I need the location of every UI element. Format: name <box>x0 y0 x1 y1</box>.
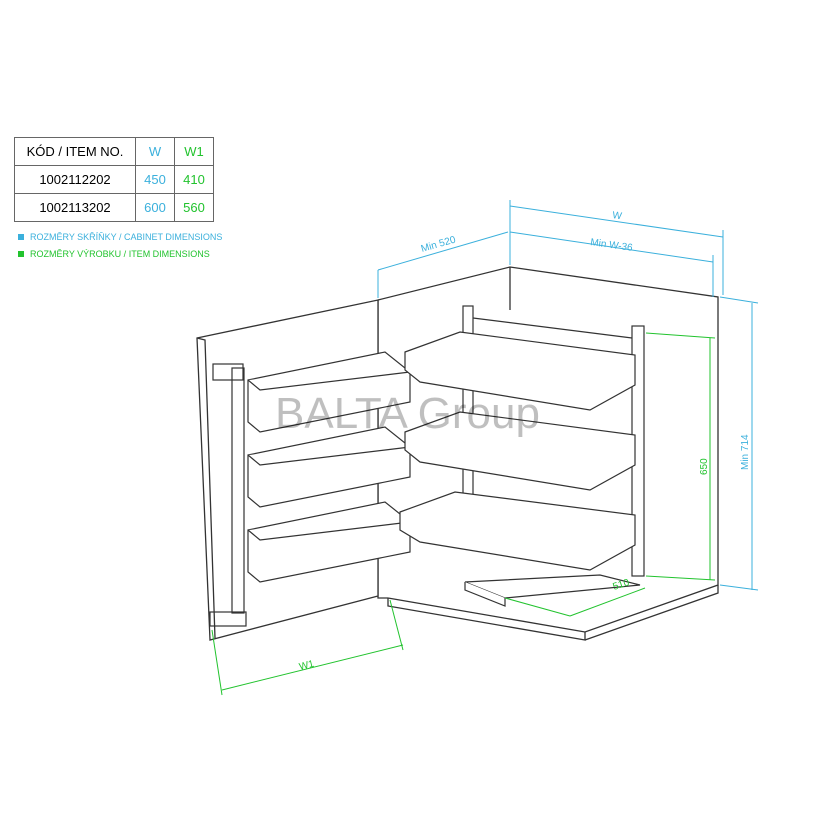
cabinet-swatch <box>18 234 24 240</box>
left-basket <box>247 501 411 583</box>
item-swatch <box>18 251 24 257</box>
left-basket <box>247 351 411 433</box>
left-basket-rim <box>247 521 411 541</box>
watermark: BALTA Group <box>275 389 540 438</box>
dim-510: 510 <box>612 577 632 593</box>
item-dimensions-table: KÓD / ITEM NO. W W1 1002112202 450 410 1… <box>14 137 214 222</box>
left-basket-rim <box>247 371 411 391</box>
frame-posts <box>462 305 645 577</box>
dim-min-714: Min 714 <box>740 434 751 470</box>
legend-cabinet: ROZMĚRY SKŘÍŇKY / CABINET DIMENSIONS <box>18 232 222 242</box>
left-basket <box>247 426 411 508</box>
legend-item-label: ROZMĚRY VÝROBKU / ITEM DIMENSIONS <box>30 249 210 259</box>
table-header-row: KÓD / ITEM NO. W W1 <box>14 137 214 166</box>
door-rail <box>209 363 247 627</box>
right-basket <box>404 331 636 411</box>
dim-650: 650 <box>699 458 710 475</box>
header-w: W <box>135 137 175 166</box>
dim-w1: W1 <box>298 659 316 673</box>
dim-w: W <box>612 210 623 222</box>
right-basket <box>404 411 636 491</box>
bottom-slide <box>464 574 641 607</box>
legend-cabinet-label: ROZMĚRY SKŘÍŇKY / CABINET DIMENSIONS <box>30 232 223 242</box>
left-basket-rim <box>247 446 411 466</box>
dim-min-w36: Min W-36 <box>590 237 634 254</box>
cabinet-dimension-lines <box>377 200 759 591</box>
legend-item: ROZMĚRY VÝROBKU / ITEM DIMENSIONS <box>18 249 210 259</box>
header-item-no: KÓD / ITEM NO. <box>14 137 136 166</box>
w1-value: 560 <box>174 193 214 222</box>
w-value: 600 <box>135 193 175 222</box>
table-row: 1002113202 600 560 <box>14 193 214 222</box>
item-no: 1002113202 <box>14 193 136 222</box>
right-basket <box>399 491 636 571</box>
item-dimension-lines <box>211 332 716 696</box>
table-row: 1002112202 450 410 <box>14 165 214 194</box>
w1-value: 410 <box>174 165 214 194</box>
baskets <box>247 331 636 583</box>
item-no: 1002112202 <box>14 165 136 194</box>
